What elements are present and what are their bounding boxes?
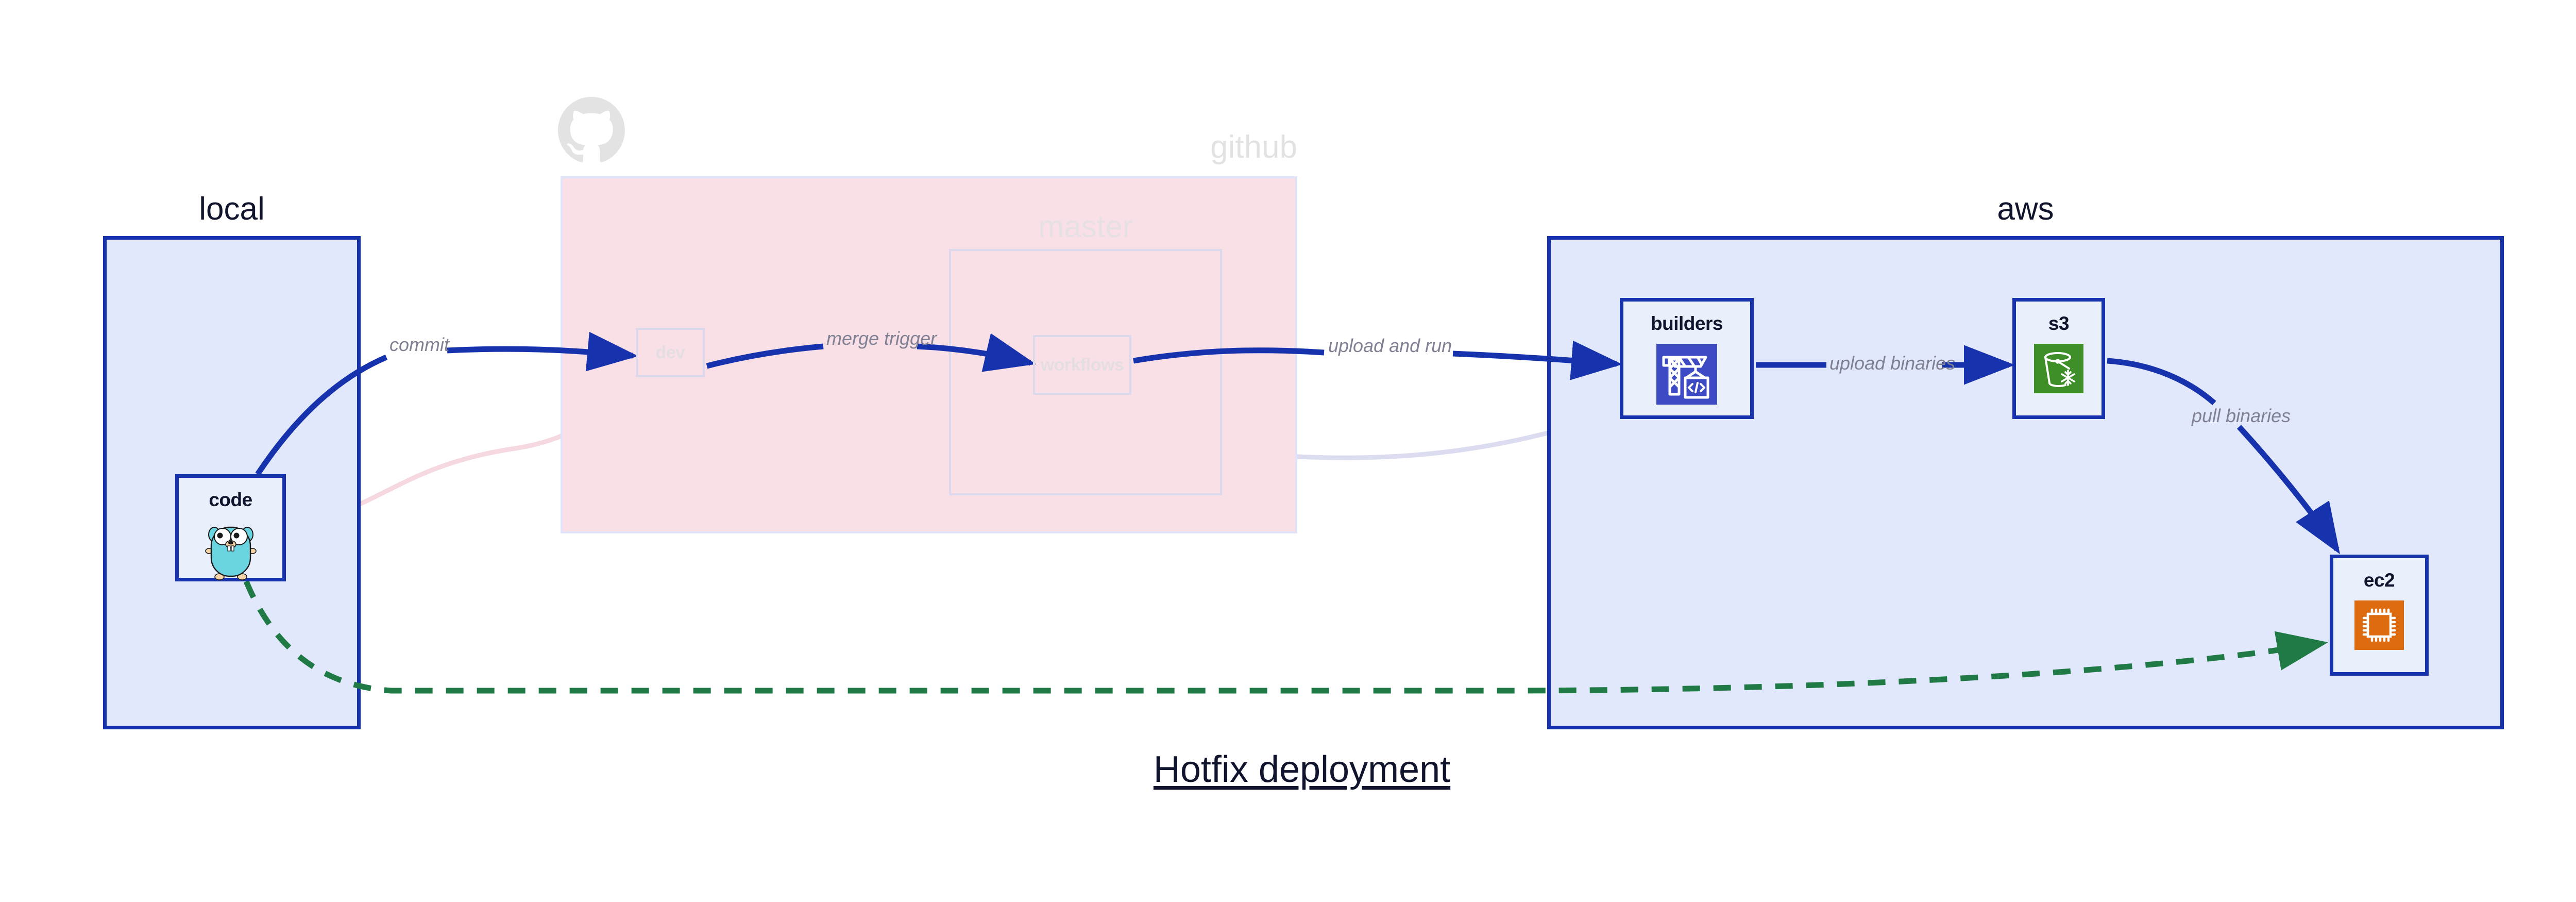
cluster-label-local: local (199, 191, 265, 227)
node-dev[interactable]: dev (636, 328, 705, 377)
node-builders[interactable]: builders (1620, 298, 1754, 419)
edge-label-upload-binaries: upload binaries (1829, 353, 1956, 374)
node-s3[interactable]: s3 (2012, 298, 2105, 419)
cluster-label-github: github (1210, 129, 1297, 165)
node-workflows[interactable]: workflows (1033, 335, 1131, 395)
node-code-label: code (209, 489, 252, 510)
edge-label-merge-trigger: merge trigger (826, 328, 937, 349)
edge-hotfix-dashed (243, 580, 2328, 694)
edge-label-pull-binaries: pull binaries (2192, 405, 2291, 426)
aws-s3-bucket-icon (2034, 344, 2083, 396)
cluster-label-aws: aws (1997, 191, 2054, 227)
edge-label-upload-and-run: upload and run (1328, 335, 1452, 356)
cluster-label-master: master (1038, 209, 1133, 244)
edge-upload-and-run-seg2 (1452, 340, 1622, 380)
edge-merge-trigger-seg2 (917, 333, 1036, 372)
node-ec2-label: ec2 (2363, 570, 2395, 591)
edge-pull-binaries-seg2 (2236, 425, 2340, 555)
edge-pull-binaries-seg1 (2107, 358, 2216, 406)
node-workflows-label: workflows (1040, 355, 1124, 375)
node-s3-label: s3 (2048, 313, 2070, 334)
aws-codebuild-crane-icon (1656, 344, 1717, 407)
diagram-title: Hotfix deployment (1153, 749, 1451, 790)
edge-merge-trigger-seg1 (706, 343, 824, 369)
go-gopher-icon (204, 520, 258, 583)
edge-commit-seg2 (447, 331, 638, 372)
edge-upload-and-run-seg1 (1133, 347, 1325, 364)
aws-ec2-chip-icon (2354, 600, 2404, 653)
edge-label-commit: commit (389, 334, 449, 355)
cluster-master (949, 249, 1222, 495)
edge-commit-seg1 (255, 354, 388, 476)
node-builders-label: builders (1651, 313, 1723, 334)
node-dev-label: dev (655, 342, 685, 362)
node-code[interactable]: code (175, 474, 286, 581)
github-octocat-icon (558, 97, 625, 164)
node-ec2[interactable]: ec2 (2330, 555, 2429, 676)
